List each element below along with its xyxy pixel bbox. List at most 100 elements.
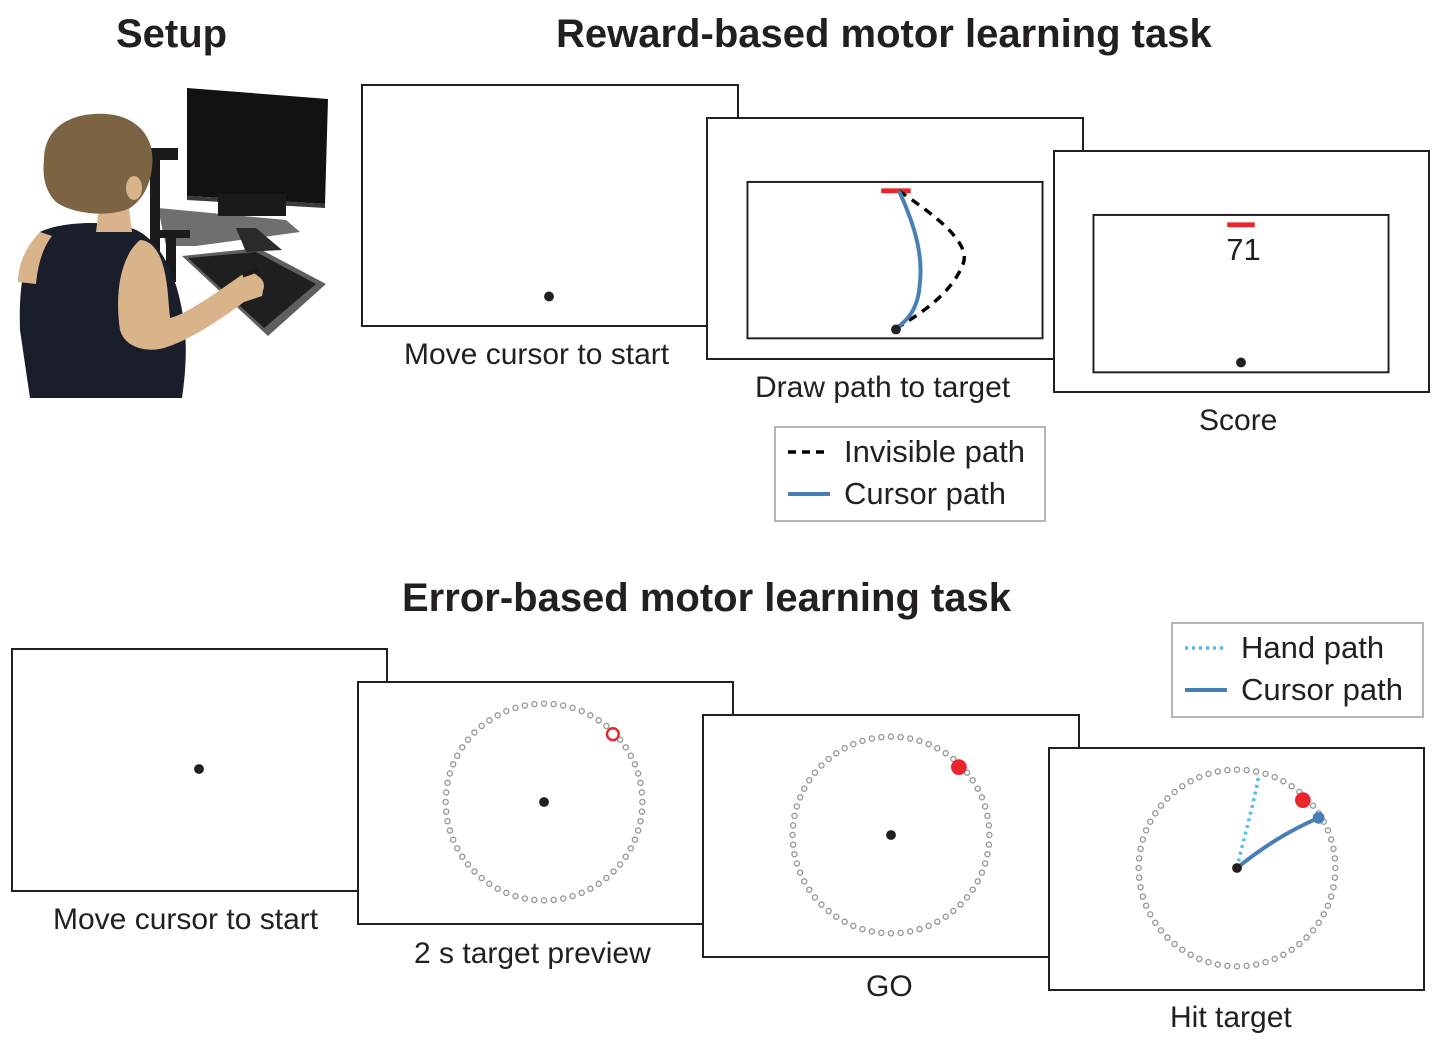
ring-dot xyxy=(442,789,450,796)
ring-dot xyxy=(806,777,813,784)
ring-dot xyxy=(906,735,914,742)
ring-dot xyxy=(603,874,610,882)
ring-dot xyxy=(796,869,804,876)
ring-dot xyxy=(1135,864,1142,872)
error-caption-hit: Hit target xyxy=(1170,1001,1292,1034)
ring-dot xyxy=(801,785,808,792)
ring-dot xyxy=(978,794,986,801)
ring-dot xyxy=(1262,958,1269,966)
ring-dot xyxy=(1327,836,1335,843)
ring-dot xyxy=(1233,766,1241,773)
ring-dot xyxy=(1157,927,1165,934)
ring-dot xyxy=(887,733,895,740)
cursor-path xyxy=(894,189,923,331)
reward-screen-start xyxy=(361,84,739,327)
error-screen-go xyxy=(702,714,1080,958)
ring-dot xyxy=(906,928,914,935)
reward-screen-score: 71 xyxy=(1053,150,1430,393)
ring-dot xyxy=(1330,845,1337,853)
ring-dot xyxy=(1332,864,1339,872)
ring-dot xyxy=(1179,783,1186,790)
error-caption-start: Move cursor to start xyxy=(53,903,319,936)
ring-dot xyxy=(974,785,982,792)
ring-dot xyxy=(486,717,493,724)
ring-dot xyxy=(639,798,646,806)
ring-dot xyxy=(1139,836,1147,843)
start-point xyxy=(1236,357,1246,368)
ring-dot xyxy=(1252,961,1260,968)
ring-dot xyxy=(569,704,576,712)
ring-dot xyxy=(1164,795,1171,802)
ring-dot xyxy=(984,812,991,820)
ring-dot xyxy=(985,822,993,829)
ring-dot xyxy=(1262,770,1269,778)
ring-dot xyxy=(1324,827,1332,834)
person-arm xyxy=(118,240,263,350)
start-point xyxy=(886,830,896,840)
ring-dot xyxy=(627,752,635,759)
ring-dot xyxy=(1157,802,1165,809)
ring-dot xyxy=(1331,855,1339,862)
ring-dot xyxy=(1146,818,1154,825)
ring-dot xyxy=(1252,768,1260,775)
ring-dot xyxy=(442,798,449,806)
ring-dot xyxy=(531,896,538,904)
ring-dot xyxy=(833,750,840,757)
ring-dot xyxy=(503,707,510,715)
ring-dot xyxy=(459,744,466,751)
ring-dot xyxy=(850,740,857,748)
ring-dot xyxy=(1303,934,1310,941)
ring-dot xyxy=(1171,788,1178,796)
ring-dot xyxy=(833,913,840,920)
ring-dot xyxy=(531,700,538,708)
ring-dot xyxy=(569,892,576,900)
ring-dot xyxy=(1243,962,1250,970)
reward-caption-draw: Draw path to target xyxy=(755,371,1011,404)
ring-dot xyxy=(1137,883,1144,891)
ring-dot xyxy=(512,704,519,712)
ring-dot xyxy=(595,880,602,887)
ring-dot xyxy=(1224,766,1231,774)
ring-dot xyxy=(1205,958,1212,966)
ring-dot xyxy=(1331,874,1339,881)
ring-dot xyxy=(559,895,567,902)
ring-dot xyxy=(1309,802,1317,809)
ring-dot xyxy=(793,860,801,867)
ring-dot xyxy=(1330,883,1337,891)
ring-dot xyxy=(1214,768,1222,775)
ring-dot xyxy=(791,850,798,858)
ring-dot xyxy=(818,762,825,769)
ring-dot xyxy=(512,892,519,900)
ring-dot xyxy=(634,770,642,777)
ring-dot xyxy=(638,789,646,796)
ring-dot xyxy=(622,853,630,860)
person-head xyxy=(43,113,153,214)
ring-dot xyxy=(1324,902,1332,909)
monitor-screen xyxy=(187,88,328,204)
ring-dot xyxy=(464,736,472,743)
ring-dot xyxy=(986,831,993,839)
target-preview-ring xyxy=(605,727,621,742)
ring-dot xyxy=(1309,927,1317,934)
ring-dot xyxy=(587,885,594,893)
ring-dot xyxy=(446,827,454,834)
ring-dot xyxy=(850,922,857,930)
ring-dot xyxy=(1320,911,1327,918)
ring-dot xyxy=(818,901,825,908)
target-ring xyxy=(442,700,646,904)
ring-dot xyxy=(942,750,949,757)
ring-dot xyxy=(486,880,493,887)
ring-dot xyxy=(985,841,993,848)
ring-dot xyxy=(1315,919,1322,926)
ring-dot xyxy=(449,836,457,843)
ring-dot xyxy=(825,755,832,763)
legend-label: Cursor path xyxy=(844,476,1006,511)
ring-dot xyxy=(897,733,904,741)
start-point xyxy=(539,797,549,807)
ring-dot xyxy=(637,817,644,825)
ring-dot xyxy=(978,869,986,876)
ring-dot xyxy=(1196,955,1203,963)
ring-dot xyxy=(521,702,529,709)
ring-dot xyxy=(868,735,876,742)
setup-heading: Setup xyxy=(116,12,228,56)
